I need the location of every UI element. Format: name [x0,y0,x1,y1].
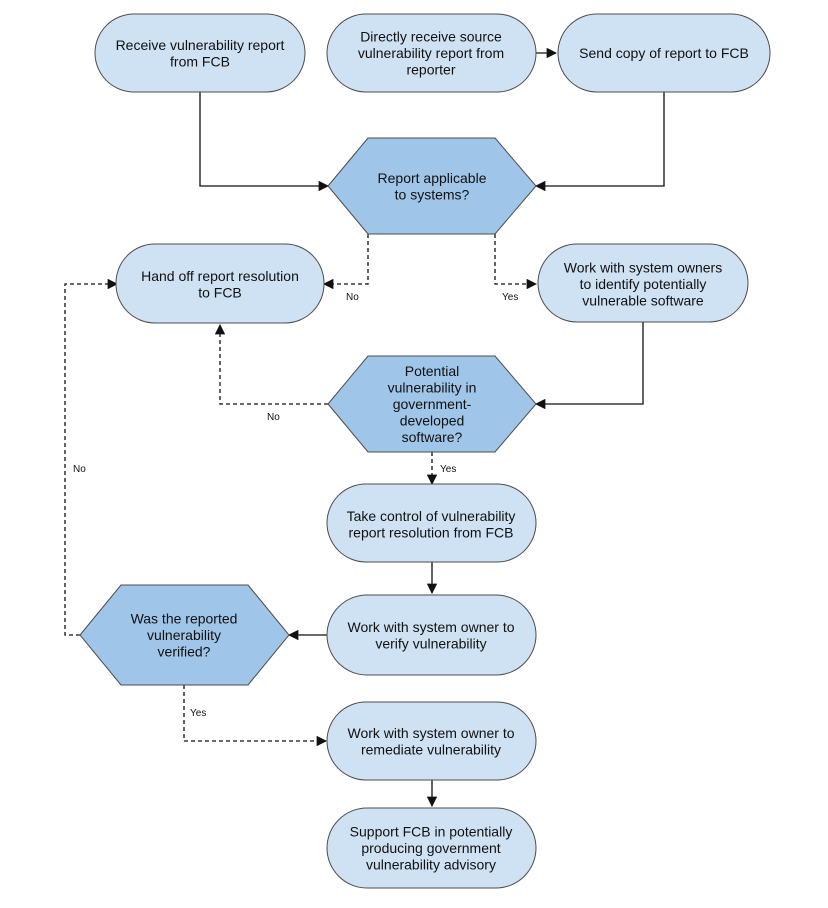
node-label-line: government- [393,396,472,412]
edge-verified-no [64,278,119,636]
node-label-line: vulnerability report from [358,45,504,61]
edge-send-to-applicable [534,92,665,192]
edge-label-gov-yes: Yes [440,464,456,475]
node-send-copy: Send copy of report to FCB [557,13,771,93]
node-label-line: Work with system owner to [347,725,514,741]
node-label-line: Send copy of report to FCB [579,45,749,61]
node-label-line: Take control of vulnerability [347,508,516,524]
node-label-line: Work with system owners [564,260,722,276]
node-label-line: developed [400,413,465,429]
node-label-line: producing government [361,840,500,856]
node-label-line: Report applicable [378,170,487,186]
edge-labels: No Yes No Yes No Yes [73,292,518,719]
node-label-line: to systems? [395,186,470,202]
node-label-line: Potential [405,363,459,379]
node-label-line: vulnerability advisory [366,857,496,873]
node-label-line: Support FCB in potentially [350,824,513,840]
node-label-line: Receive vulnerability report [116,37,285,53]
edge-label-applicable-no: No [346,292,359,303]
edge-label-verified-no: No [73,464,86,475]
node-label: Send copy of report to FCB [579,45,749,61]
node-label-line: reporter [406,62,455,78]
edge-label-verified-yes: Yes [190,708,206,719]
node-label-line: software? [402,429,463,445]
edge-label-gov-no: No [267,412,280,423]
edge-applicable-no [322,234,369,290]
node-label-line: Work with system owner to [347,619,514,635]
node-label-line: to identify potentially [580,276,707,292]
node-label-line: remediate vulnerability [361,741,501,757]
node-label-line: verified? [158,644,211,660]
node-label-line: vulnerability in [388,380,477,396]
node-label-line: vulnerable software [582,293,704,309]
edge-label-applicable-yes: Yes [502,292,518,303]
edge-identify-to-gov [534,322,644,410]
node-label-line: verify vulnerability [375,635,486,651]
node-label-line: to FCB [198,284,242,300]
node-label-line: vulnerability [147,627,221,643]
edge-gov-no [214,323,328,405]
edges [64,47,665,808]
node-label-line: Hand off report resolution [141,268,299,284]
node-label-line: report resolution from FCB [349,524,514,540]
edge-verified-yes [183,685,328,747]
edge-receive-to-applicable [199,92,330,192]
node-label-line: Was the reported [131,611,238,627]
node-label-line: from FCB [170,53,230,69]
edge-applicable-yes [494,234,538,290]
node-label-line: Directly receive source [360,29,502,45]
